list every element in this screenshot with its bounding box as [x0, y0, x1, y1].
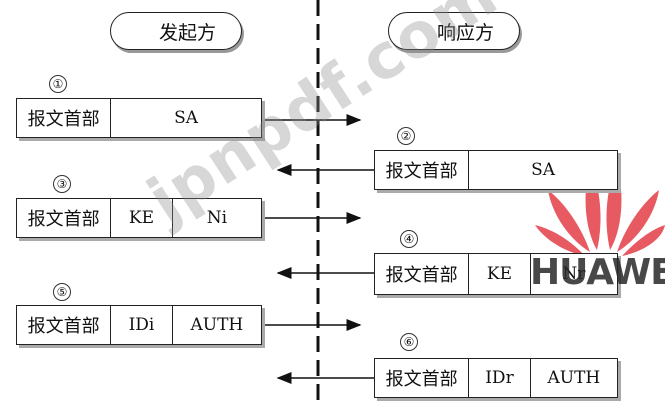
- message-header-field: 报文首部: [375, 359, 470, 397]
- step-number: ①: [49, 75, 67, 93]
- message-header-field: 报文首部: [375, 151, 470, 189]
- message-2: 报文首部 SA: [374, 150, 618, 190]
- message-header-field: 报文首部: [375, 254, 470, 294]
- message-payload-field: KE: [111, 199, 173, 237]
- step-number: ⑥: [400, 333, 418, 351]
- message-payload-field: SA: [174, 108, 199, 128]
- message-payload-field: Nr: [562, 264, 586, 284]
- message-payload-field: AUTH: [547, 368, 601, 388]
- step-number: ④: [400, 230, 418, 248]
- step-number: ③: [53, 175, 71, 193]
- responder-label: 响应方: [388, 12, 520, 50]
- message-arrows: [262, 114, 374, 384]
- initiator-label: 发起方: [110, 12, 242, 50]
- step-number: ⑤: [53, 283, 71, 301]
- huawei-logo-text: HUAWEI: [530, 252, 665, 293]
- message-header-field: 报文首部: [17, 306, 112, 344]
- message-payload-field: IDr: [469, 359, 531, 397]
- message-payload-field: KE: [469, 254, 531, 294]
- message-payload-field: AUTH: [190, 315, 244, 335]
- message-header-field: 报文首部: [17, 199, 112, 237]
- message-payload-field: Ni: [206, 208, 228, 228]
- message-header-field: 报文首部: [17, 99, 112, 137]
- step-number: ②: [397, 127, 415, 145]
- message-1: 报文首部 SA: [16, 98, 262, 138]
- message-payload-field: IDi: [111, 306, 173, 344]
- message-payload-field: SA: [531, 160, 556, 180]
